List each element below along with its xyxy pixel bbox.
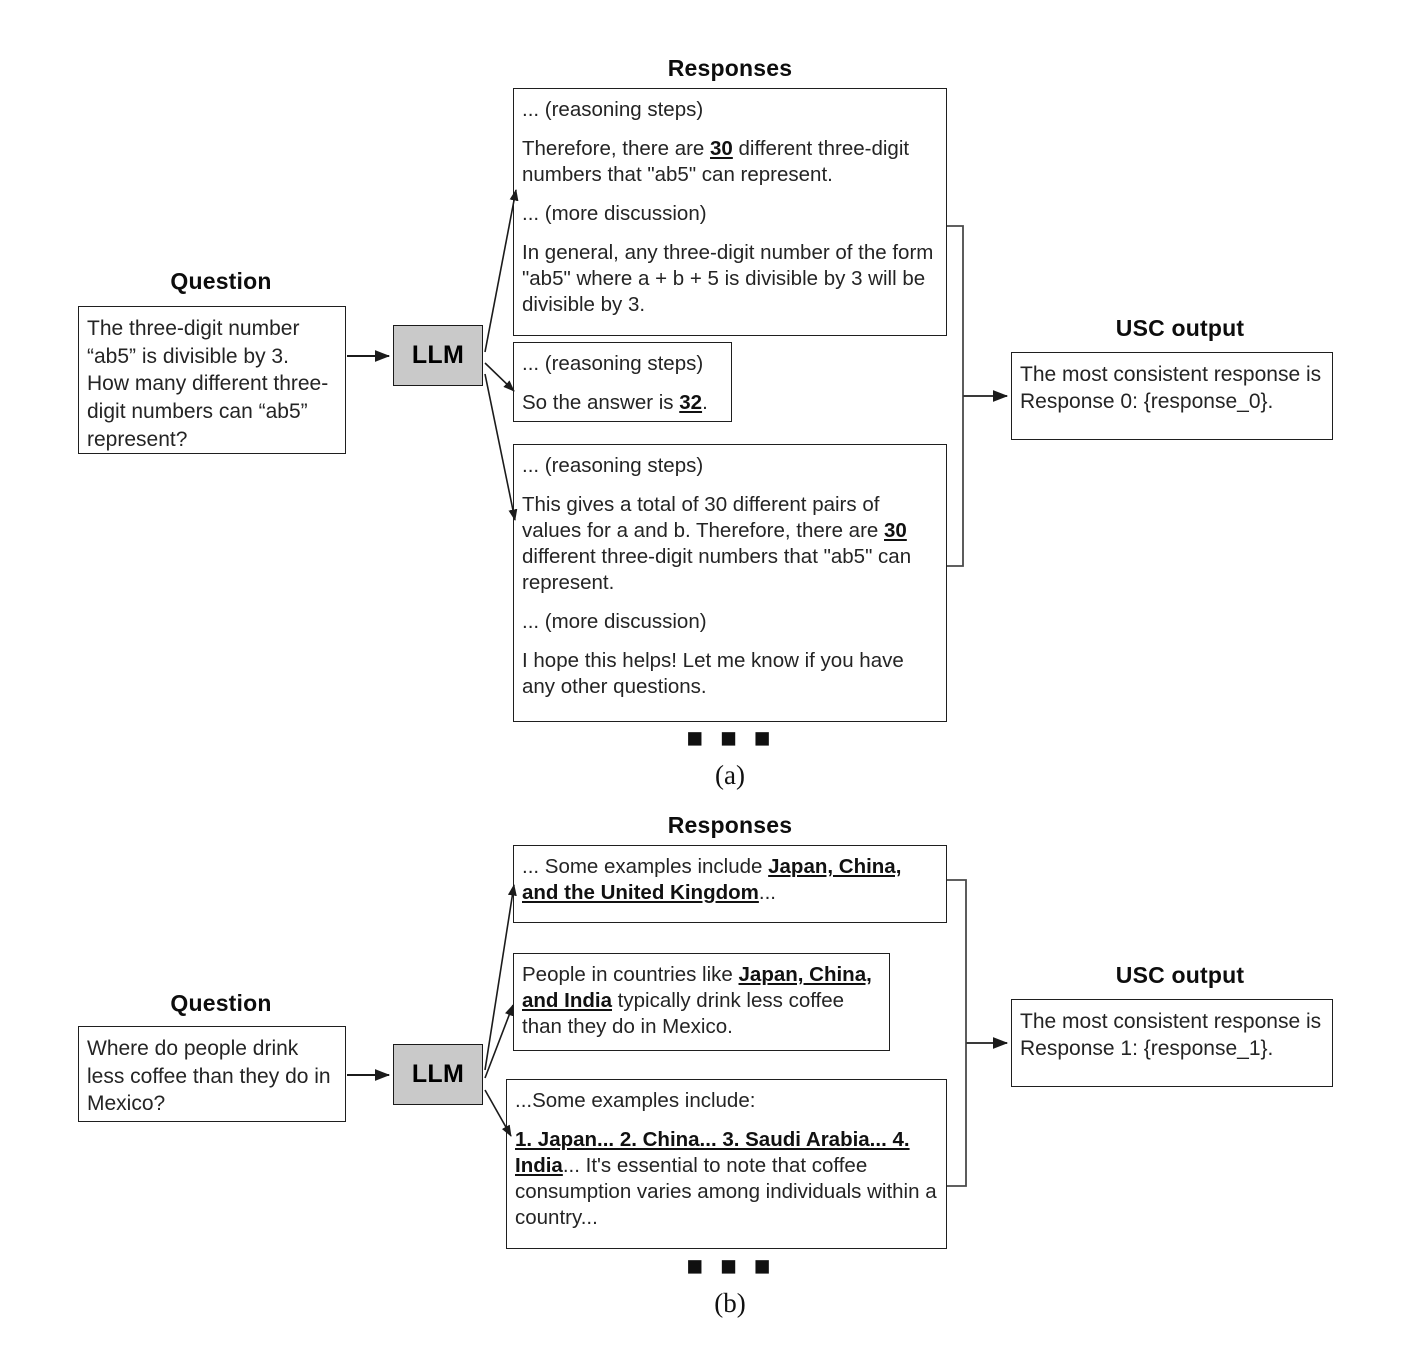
panel-b-caption: (b) [714, 1288, 746, 1318]
panel-b-response-box-2: ...Some examples include: 1. Japan... 2. … [506, 1079, 947, 1249]
response-line: People in countries like Japan, China, a… [522, 963, 872, 1039]
response-line: ... Some examples include Japan, China, … [522, 855, 902, 905]
arrow-llm-to-response-1-a [484, 362, 515, 392]
arrow-llm-to-response-0-b [484, 884, 517, 1071]
panel-b-response-box-1: People in countries like Japan, China, a… [513, 953, 890, 1051]
response-paragraphs: People in countries like Japan, China, a… [522, 962, 880, 1040]
panel-b-question-title: Question [170, 990, 272, 1016]
response-line: Therefore, there are 30 different three-… [522, 137, 910, 187]
response-line: ... (reasoning steps) [522, 454, 704, 477]
response-line: ... (reasoning steps) [522, 98, 704, 121]
bracket-responses-a [947, 225, 964, 567]
arrow-llm-to-response-0-a [484, 189, 519, 353]
panel-b-llm-node: LLM [393, 1044, 483, 1105]
response-line: 1. Japan... 2. China... 3. Saudi Arabia.… [515, 1128, 937, 1230]
panel-a-response-box-2: ... (reasoning steps) This gives a total … [513, 444, 947, 722]
panel-b-question-box: Where do people drink less coffee than t… [78, 1026, 346, 1122]
response-paragraphs: ... (reasoning steps) Therefore, there ar… [522, 97, 937, 318]
panel-a-more-responses-ellipsis: ▪ ▪ ▪ [685, 722, 775, 753]
response-paragraphs: ... (reasoning steps) So the answer is 32… [522, 351, 722, 416]
panel-b-more-responses-ellipsis: ▪ ▪ ▪ [685, 1250, 775, 1281]
response-line: I hope this helps! Let me know if you ha… [522, 649, 904, 699]
panel-b-output-title: USC output [1115, 962, 1245, 988]
response-paragraphs: ... (reasoning steps) This gives a total … [522, 453, 937, 700]
panel-b-usc-output-box: The most consistent response is Response… [1011, 999, 1333, 1087]
panel-a-llm-node: LLM [393, 325, 483, 386]
response-line: This gives a total of 30 different pairs… [522, 493, 912, 595]
panel-b-response-box-0: ... Some examples include Japan, China, … [513, 845, 947, 923]
panel-a-response-box-1: ... (reasoning steps) So the answer is 32… [513, 342, 732, 422]
panel-a-question-title: Question [170, 268, 272, 294]
response-line: ...Some examples include: [515, 1089, 756, 1112]
response-paragraphs: ...Some examples include: 1. Japan... 2. … [515, 1088, 937, 1231]
response-line: So the answer is 32. [522, 391, 708, 415]
arrow-llm-to-response-2-a [484, 373, 518, 521]
response-line: ... (more discussion) [522, 610, 707, 634]
panel-a-output-title: USC output [1115, 315, 1245, 341]
panel-a-question-box: The three-digit number “ab5” is divisibl… [78, 306, 346, 454]
arrow-llm-to-response-1-b [484, 1004, 514, 1079]
panel-b-responses-title: Responses [667, 812, 793, 838]
panel-a-response-box-0: ... (reasoning steps) Therefore, there ar… [513, 88, 947, 336]
panel-a-usc-output-box: The most consistent response is Response… [1011, 352, 1333, 440]
bracket-responses-b [947, 879, 967, 1187]
response-paragraphs: ... Some examples include Japan, China, … [522, 854, 937, 906]
response-line: ... (more discussion) [522, 202, 707, 226]
response-line: In general, any three-digit number of th… [522, 241, 934, 317]
panel-a-caption: (a) [715, 760, 745, 790]
response-line: ... (reasoning steps) [522, 352, 704, 375]
panel-a-responses-title: Responses [667, 55, 793, 81]
